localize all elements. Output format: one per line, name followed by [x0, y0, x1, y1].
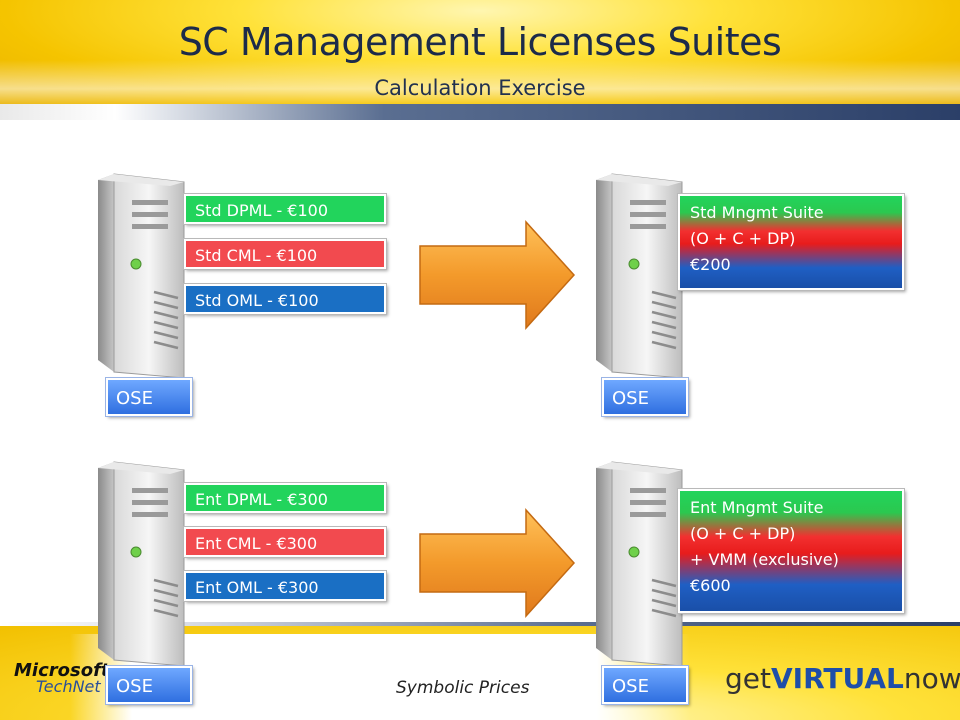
suite-line: Ent Mngmt Suite [690, 498, 824, 517]
license-std-dpml: Std DPML - €100 [184, 194, 386, 224]
logo-microsoft: Microsoft [14, 660, 110, 681]
ose-badge: OSE [106, 378, 192, 416]
suite-line: €200 [690, 255, 731, 274]
server-tower-icon [596, 461, 683, 667]
license-ent-cml: Ent CML - €300 [184, 527, 386, 557]
server-tower-icon [98, 461, 185, 667]
header-rule [0, 104, 960, 120]
suite-line: €600 [690, 576, 731, 595]
microsoft-technet-logo: Microsoft TechNet [14, 660, 110, 696]
ose-badge: OSE [602, 666, 688, 704]
suite-line: + VMM (exclusive) [690, 550, 839, 569]
std-mngmt-suite-box: Std Mngmt Suite (O + C + DP) €200 [678, 194, 904, 290]
logo-virtual: VIRTUAL [770, 662, 904, 695]
logo-now: now [903, 662, 960, 695]
symbolic-prices-note: Symbolic Prices [396, 678, 530, 698]
suite-line: (O + C + DP) [690, 524, 796, 543]
logo-get: get [725, 662, 771, 695]
license-ent-dpml: Ent DPML - €300 [184, 483, 386, 513]
license-std-cml: Std CML - €100 [184, 239, 386, 269]
slide-title: SC Management Licenses Suites [178, 20, 782, 64]
suite-line: (O + C + DP) [690, 229, 796, 248]
ose-badge: OSE [602, 378, 688, 416]
ent-mngmt-suite-box: Ent Mngmt Suite (O + C + DP) + VMM (excl… [678, 489, 904, 613]
header-swoosh [0, 60, 960, 108]
suite-line: Std Mngmt Suite [690, 203, 824, 222]
server-tower-icon [98, 173, 185, 379]
logo-technet: TechNet [36, 677, 101, 696]
license-ent-oml: Ent OML - €300 [184, 571, 386, 601]
getvirtualnow-logo: getVIRTUALnow [725, 662, 960, 695]
server-tower-icon [596, 173, 683, 379]
license-std-oml: Std OML - €100 [184, 284, 386, 314]
arrow-right-icon [419, 220, 576, 330]
arrow-right-icon [419, 508, 576, 618]
slide-subtitle: Calculation Exercise [374, 76, 586, 100]
ose-badge: OSE [106, 666, 192, 704]
